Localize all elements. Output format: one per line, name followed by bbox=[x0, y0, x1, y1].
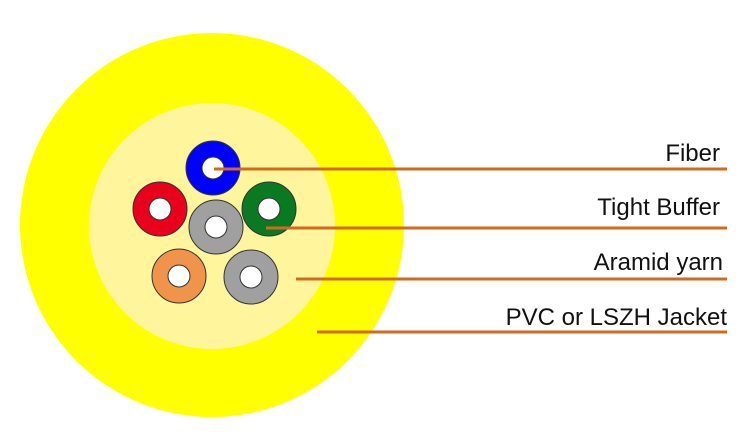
fiber-core-4 bbox=[204, 215, 228, 239]
fiber-core-5 bbox=[167, 264, 191, 288]
fiber-core-2 bbox=[148, 197, 172, 221]
fiber-core-3 bbox=[257, 197, 281, 221]
label-tight-buffer: Tight Buffer bbox=[597, 194, 720, 221]
tight-buffered-fibers bbox=[132, 140, 297, 305]
label-fiber: Fiber bbox=[665, 140, 720, 167]
label-aramid-yarn: Aramid yarn bbox=[594, 249, 723, 276]
label-jacket: PVC or LSZH Jacket bbox=[506, 304, 728, 331]
fiber-core-6 bbox=[239, 265, 263, 289]
